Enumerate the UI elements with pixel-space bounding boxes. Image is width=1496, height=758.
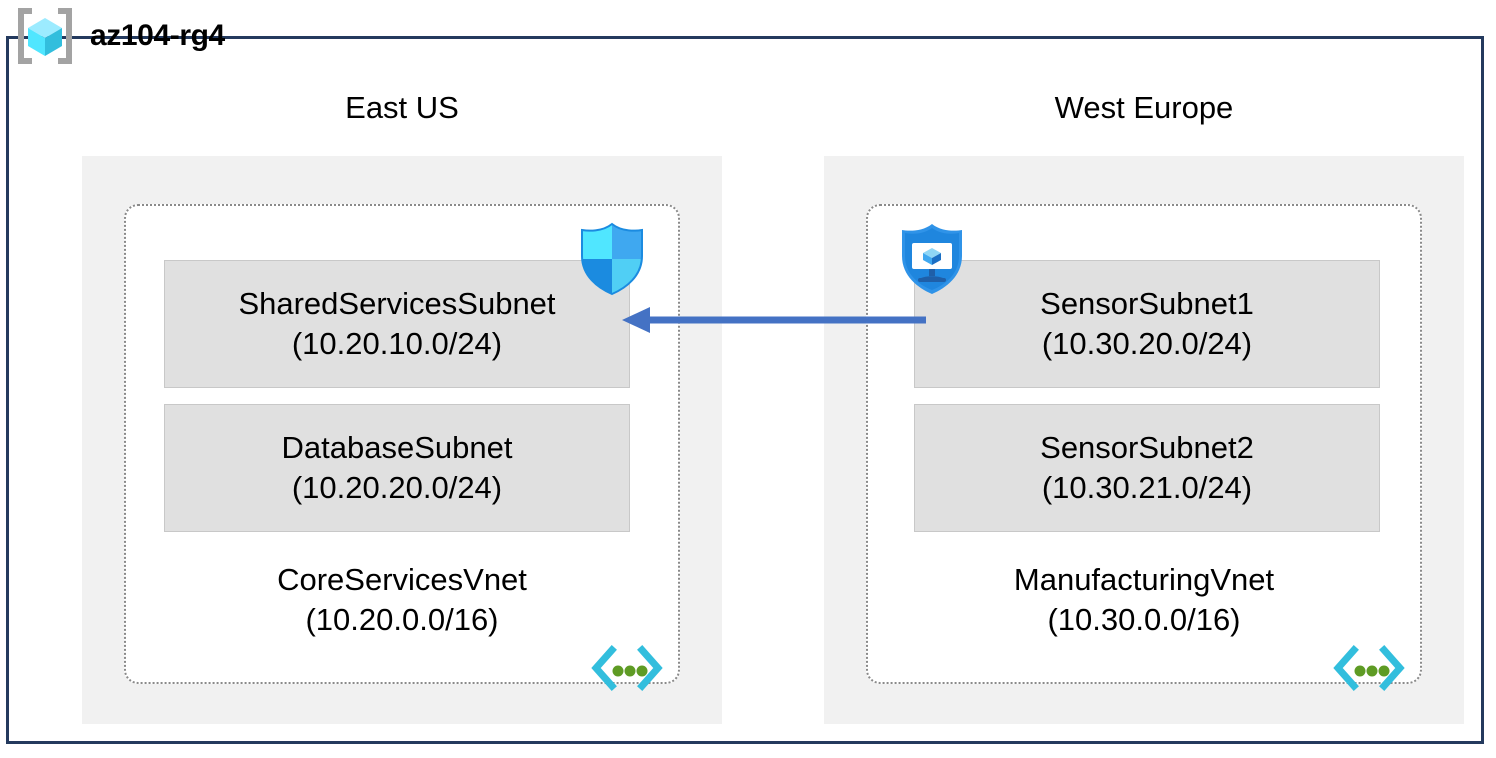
subnet-name: SharedServicesSubnet xyxy=(238,286,556,321)
vnet-name: ManufacturingVnet xyxy=(1013,562,1275,597)
vnet-caption: CoreServicesVnet (10.20.0.0/16) xyxy=(126,560,678,640)
frame-title-notch xyxy=(23,61,333,91)
subnet-sharedservicessubnet: SharedServicesSubnet (10.20.10.0/24) xyxy=(164,260,630,388)
subnet-cidr: (10.20.10.0/24) xyxy=(291,326,503,361)
subnet-name: SensorSubnet1 xyxy=(1040,286,1254,321)
virtual-network-icon xyxy=(1332,644,1406,692)
region-label-east-us: East US xyxy=(345,90,459,125)
vnet-cidr: (10.20.0.0/16) xyxy=(305,602,499,637)
vnet-name: CoreServicesVnet xyxy=(277,562,527,597)
subnet-cidr: (10.30.20.0/24) xyxy=(1041,326,1253,361)
resource-group-header: az104-rg4 xyxy=(14,8,225,64)
subnet-name: DatabaseSubnet xyxy=(281,430,513,465)
subnet-sensorsubnet1: SensorSubnet1 (10.30.20.0/24) xyxy=(914,260,1380,388)
subnet-cidr: (10.30.21.0/24) xyxy=(1041,470,1253,505)
subnet-databasesubnet: DatabaseSubnet (10.20.20.0/24) xyxy=(164,404,630,532)
subnet-name: SensorSubnet2 xyxy=(1040,430,1254,465)
peering-arrow xyxy=(616,300,926,340)
virtual-network-icon xyxy=(590,644,664,692)
vnet-caption: ManufacturingVnet (10.30.0.0/16) xyxy=(868,560,1420,640)
resource-group-cube-icon xyxy=(14,8,76,64)
vnet-cidr: (10.30.0.0/16) xyxy=(1047,602,1241,637)
subnet-sensorsubnet2: SensorSubnet2 (10.30.21.0/24) xyxy=(914,404,1380,532)
resource-group-name: az104-rg4 xyxy=(90,19,225,52)
shield-monitor-icon xyxy=(898,222,966,296)
subnet-cidr: (10.20.20.0/24) xyxy=(291,470,503,505)
shield-icon xyxy=(578,222,646,296)
region-label-west-europe: West Europe xyxy=(1054,90,1234,125)
resource-group-frame xyxy=(6,36,1484,744)
